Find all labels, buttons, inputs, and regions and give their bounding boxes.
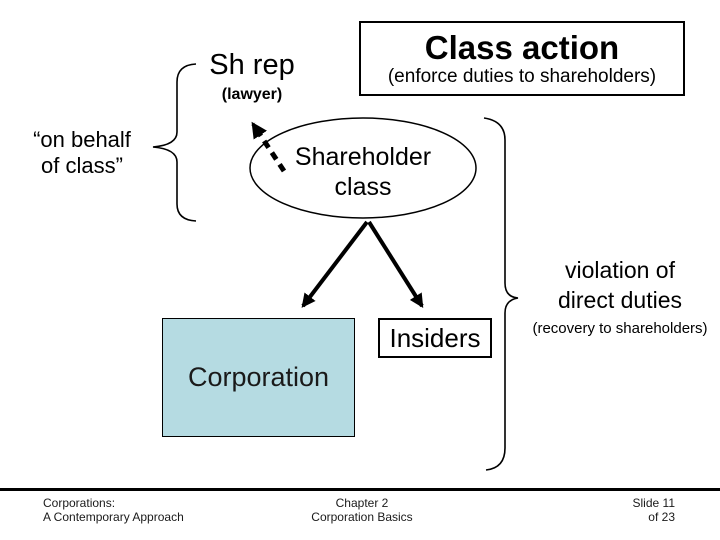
violation-label: violation of direct duties	[540, 255, 700, 315]
lawyer-dashed-arrow	[250, 121, 287, 173]
footer-chapter-line1: Chapter 2	[335, 496, 389, 510]
on-behalf-line1: “on behalf	[33, 127, 131, 152]
footer-slide-number: Slide 11 of 23	[633, 496, 675, 524]
shareholder-class-line2: class	[334, 173, 392, 201]
footer-book-line2: A Contemporary Approach	[43, 510, 184, 524]
insiders-box: Insiders	[378, 318, 492, 358]
arrow-to-insiders	[367, 220, 424, 308]
class-action-subtitle: (enforce duties to shareholders)	[387, 65, 657, 87]
class-action-title-box: Class action (enforce duties to sharehol…	[359, 21, 685, 96]
lawyer-label: (lawyer)	[221, 86, 283, 103]
on-behalf-line2: of class”	[41, 153, 123, 178]
class-action-title: Class action	[424, 28, 620, 66]
sh-rep-label: Sh rep	[209, 49, 295, 81]
right-brace	[483, 117, 519, 471]
shareholder-class-label: Shareholder class	[288, 142, 438, 202]
insiders-label: Insiders	[389, 322, 481, 353]
footer-chapter: Chapter 2 Corporation Basics	[262, 496, 462, 524]
arrow-to-corporation	[301, 220, 369, 308]
recovery-label: (recovery to shareholders)	[532, 320, 708, 337]
footer-chapter-line2: Corporation Basics	[311, 510, 413, 524]
footer-book-line1: Corporations:	[43, 496, 116, 510]
footer-slide-line1: Slide 11	[632, 496, 675, 510]
on-behalf-label: “on behalf of class”	[16, 127, 148, 179]
violation-line1: violation of	[565, 257, 675, 283]
violation-line2: direct duties	[557, 287, 682, 313]
shareholder-class-ellipse	[249, 117, 477, 219]
left-brace	[152, 63, 197, 222]
corporation-box: Corporation	[162, 318, 355, 437]
footer-slide-line2: of 23	[648, 510, 675, 524]
shareholder-class-line1: Shareholder	[294, 143, 432, 171]
footer-book-title: Corporations: A Contemporary Approach	[43, 496, 184, 524]
footer-divider	[0, 488, 720, 491]
corporation-label: Corporation	[187, 362, 330, 392]
